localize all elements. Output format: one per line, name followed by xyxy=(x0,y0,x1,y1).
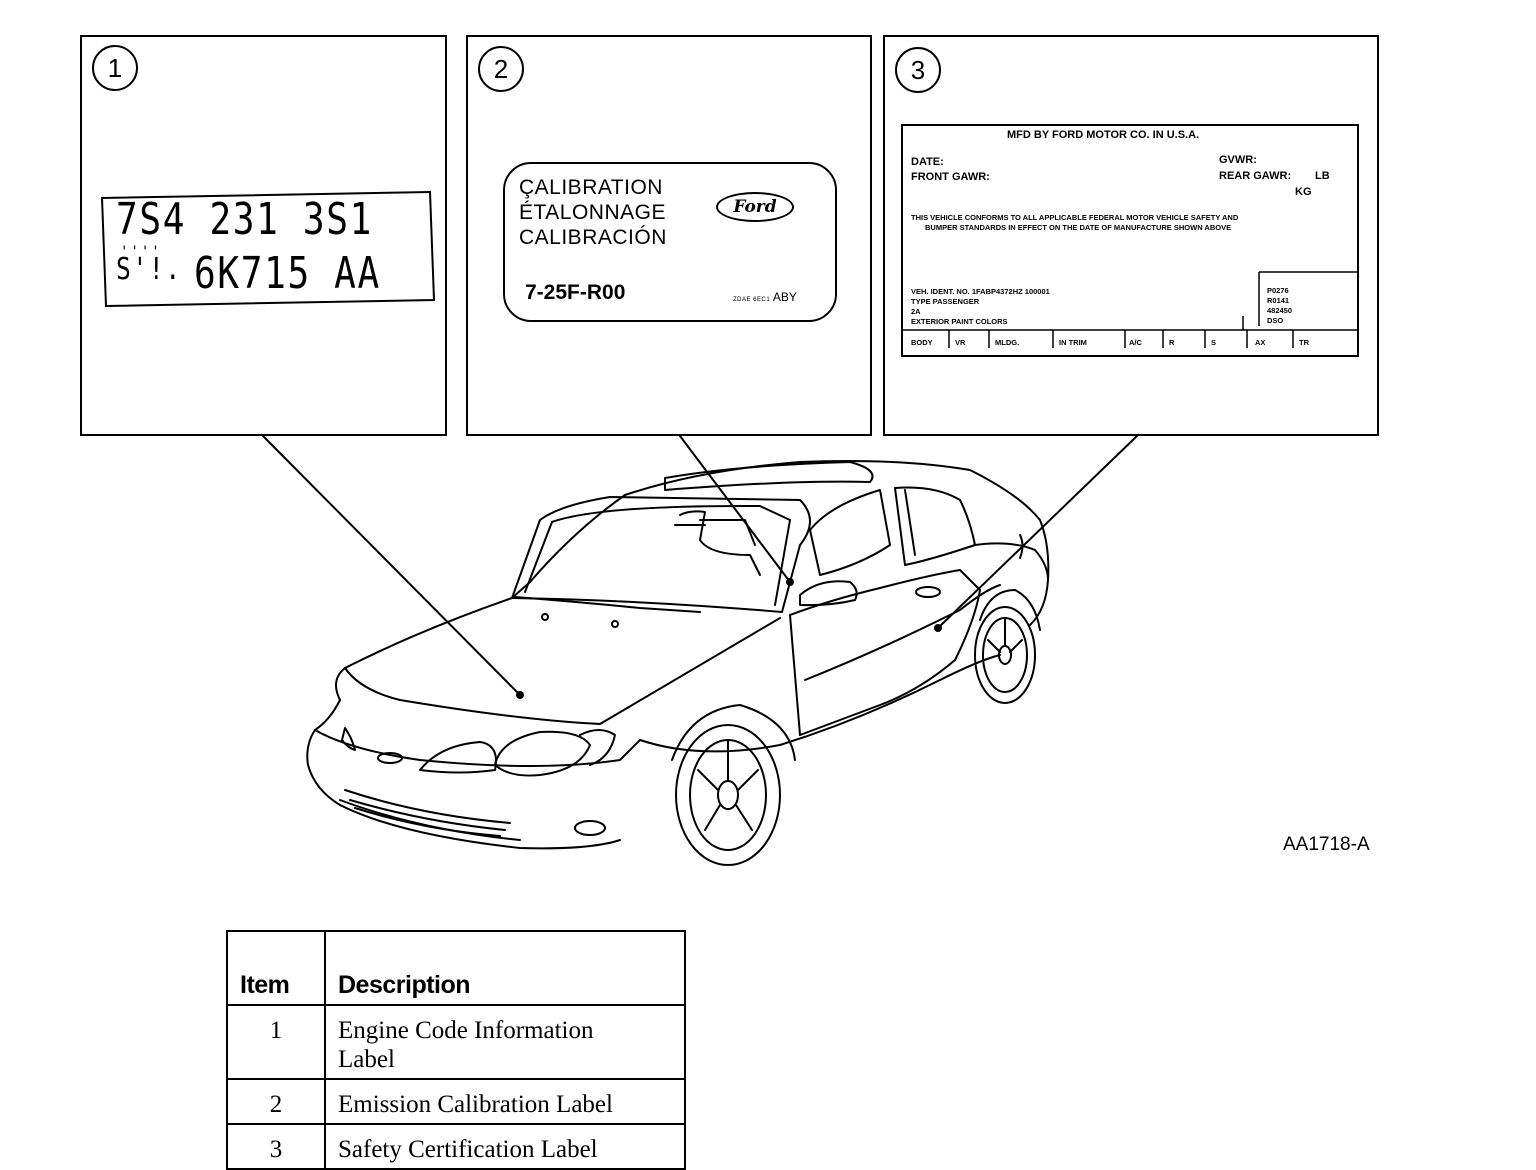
legend-item-3: 3 xyxy=(226,1123,326,1170)
cert-veh-ident: VEH. IDENT. NO. 1FABP4372HZ 100001 xyxy=(911,287,1050,296)
legend-row: 3 Safety Certification Label xyxy=(226,1123,686,1170)
legend-table: Item Description 1 Engine Code Informati… xyxy=(226,930,686,1170)
cert-conforms-line2: BUMPER STANDARDS IN EFFECT ON THE DATE O… xyxy=(925,223,1232,232)
leader-line-1 xyxy=(262,435,521,696)
leader-line-3 xyxy=(937,435,1138,629)
cert-cell-mldg: MLDG. xyxy=(995,338,1020,347)
cert-code-2a: 2A xyxy=(911,307,921,316)
cert-right-code-2: R0141 xyxy=(1267,296,1290,305)
cert-header: MFD BY FORD MOTOR CO. IN U.S.A. xyxy=(1007,129,1200,141)
cert-date: DATE: xyxy=(911,156,944,168)
cert-conforms-line1: THIS VEHICLE CONFORMS TO ALL APPLICABLE … xyxy=(911,213,1239,222)
cert-right-code-3: 482450 xyxy=(1267,306,1293,315)
cert-front-gawr: FRONT GAWR: xyxy=(911,171,990,183)
leader-line-2 xyxy=(679,435,791,583)
engine-label-line1: 7S4 231 3S1 xyxy=(116,194,373,245)
cert-lb: LB xyxy=(1315,170,1330,182)
panel-number-3: 3 xyxy=(895,47,941,93)
cert-gvwr: GVWR: xyxy=(1219,154,1257,166)
legend-description-2: Emission Calibration Label xyxy=(324,1078,686,1125)
legend-row: 2 Emission Calibration Label xyxy=(226,1078,686,1125)
safety-label: MFD BY FORD MOTOR CO. IN U.S.A. DATE: GV… xyxy=(901,124,1359,357)
cert-type: TYPE PASSENGER xyxy=(911,297,980,306)
engine-label-frame xyxy=(100,190,436,308)
cert-cell-body: BODY xyxy=(911,338,933,347)
calibration-code: 7-25F-R00 xyxy=(525,281,626,304)
callout-dot-3 xyxy=(934,624,942,632)
engine-label-marks: '''' xyxy=(120,244,162,260)
figure-reference: AA1718-A xyxy=(1283,834,1370,855)
cert-grid-lines xyxy=(903,271,1357,348)
callout-dot-2 xyxy=(786,578,794,586)
engine-label-line2: 6K715 AA xyxy=(194,248,381,299)
cert-right-code-4: DSO xyxy=(1267,316,1284,325)
cert-right-code-1: P0276 xyxy=(1267,286,1289,295)
legend-description-1: Engine Code Information Label xyxy=(324,1004,686,1080)
calibration-small-code: ZDAE 6EC1 ABY xyxy=(733,290,797,304)
cert-cell-tr: TR xyxy=(1299,338,1309,347)
legend-description-3: Safety Certification Label xyxy=(324,1123,686,1170)
cert-kg: KG xyxy=(1295,186,1312,198)
calibration-small-suffix: ABY xyxy=(772,290,797,304)
legend-header-description: Description xyxy=(324,930,686,1006)
legend-header-row: Item Description xyxy=(226,930,686,1006)
panel-safety-certification-label: 3 MFD BY FORD MOTOR CO. IN U.S.A. DATE: … xyxy=(883,35,1379,436)
cert-cell-ac: A/C xyxy=(1129,338,1142,347)
calibration-small-prefix: ZDAE 6EC1 xyxy=(733,297,771,303)
ford-logo: Ford xyxy=(716,192,794,222)
legend-description-1-line2: Label xyxy=(338,1046,395,1073)
panel-number-2: 2 xyxy=(478,46,524,92)
legend-item-2: 2 xyxy=(226,1078,326,1125)
panel-engine-code-label: 1 7S4 231 3S1 '''' S'!. 6K715 AA xyxy=(80,35,447,436)
legend-header-item: Item xyxy=(226,930,326,1006)
calibration-text-fr: ÉTALONNAGE xyxy=(519,201,666,224)
cert-cell-ax: AX xyxy=(1255,338,1266,347)
cert-cell-r: R xyxy=(1169,338,1175,347)
panel-emission-calibration-label: 2 ÇALIBRATION ÉTALONNAGE CALIBRACIÓN For… xyxy=(466,35,872,436)
legend-item-1: 1 xyxy=(226,1004,326,1080)
engine-label: 7S4 231 3S1 '''' S'!. 6K715 AA xyxy=(102,194,432,304)
callout-dot-1 xyxy=(516,691,524,699)
emission-label: ÇALIBRATION ÉTALONNAGE CALIBRACIÓN Ford … xyxy=(503,162,837,322)
calibration-text-es: CALIBRACIÓN xyxy=(519,226,667,249)
cert-rear-gawr: REAR GAWR: xyxy=(1219,170,1292,182)
cert-cell-s: S xyxy=(1211,338,1217,347)
calibration-text-en: ÇALIBRATION xyxy=(519,176,663,199)
cert-paint: EXTERIOR PAINT COLORS xyxy=(911,317,1008,326)
cert-cell-vr: VR xyxy=(955,338,966,347)
cert-cell-intrim: IN TRIM xyxy=(1059,338,1087,347)
panel-number-1: 1 xyxy=(92,45,138,91)
engine-label-line2-prefix: S'!. xyxy=(116,252,182,287)
legend-row: 1 Engine Code Information Label xyxy=(226,1004,686,1080)
legend-description-1-line1: Engine Code Information xyxy=(338,1017,594,1044)
